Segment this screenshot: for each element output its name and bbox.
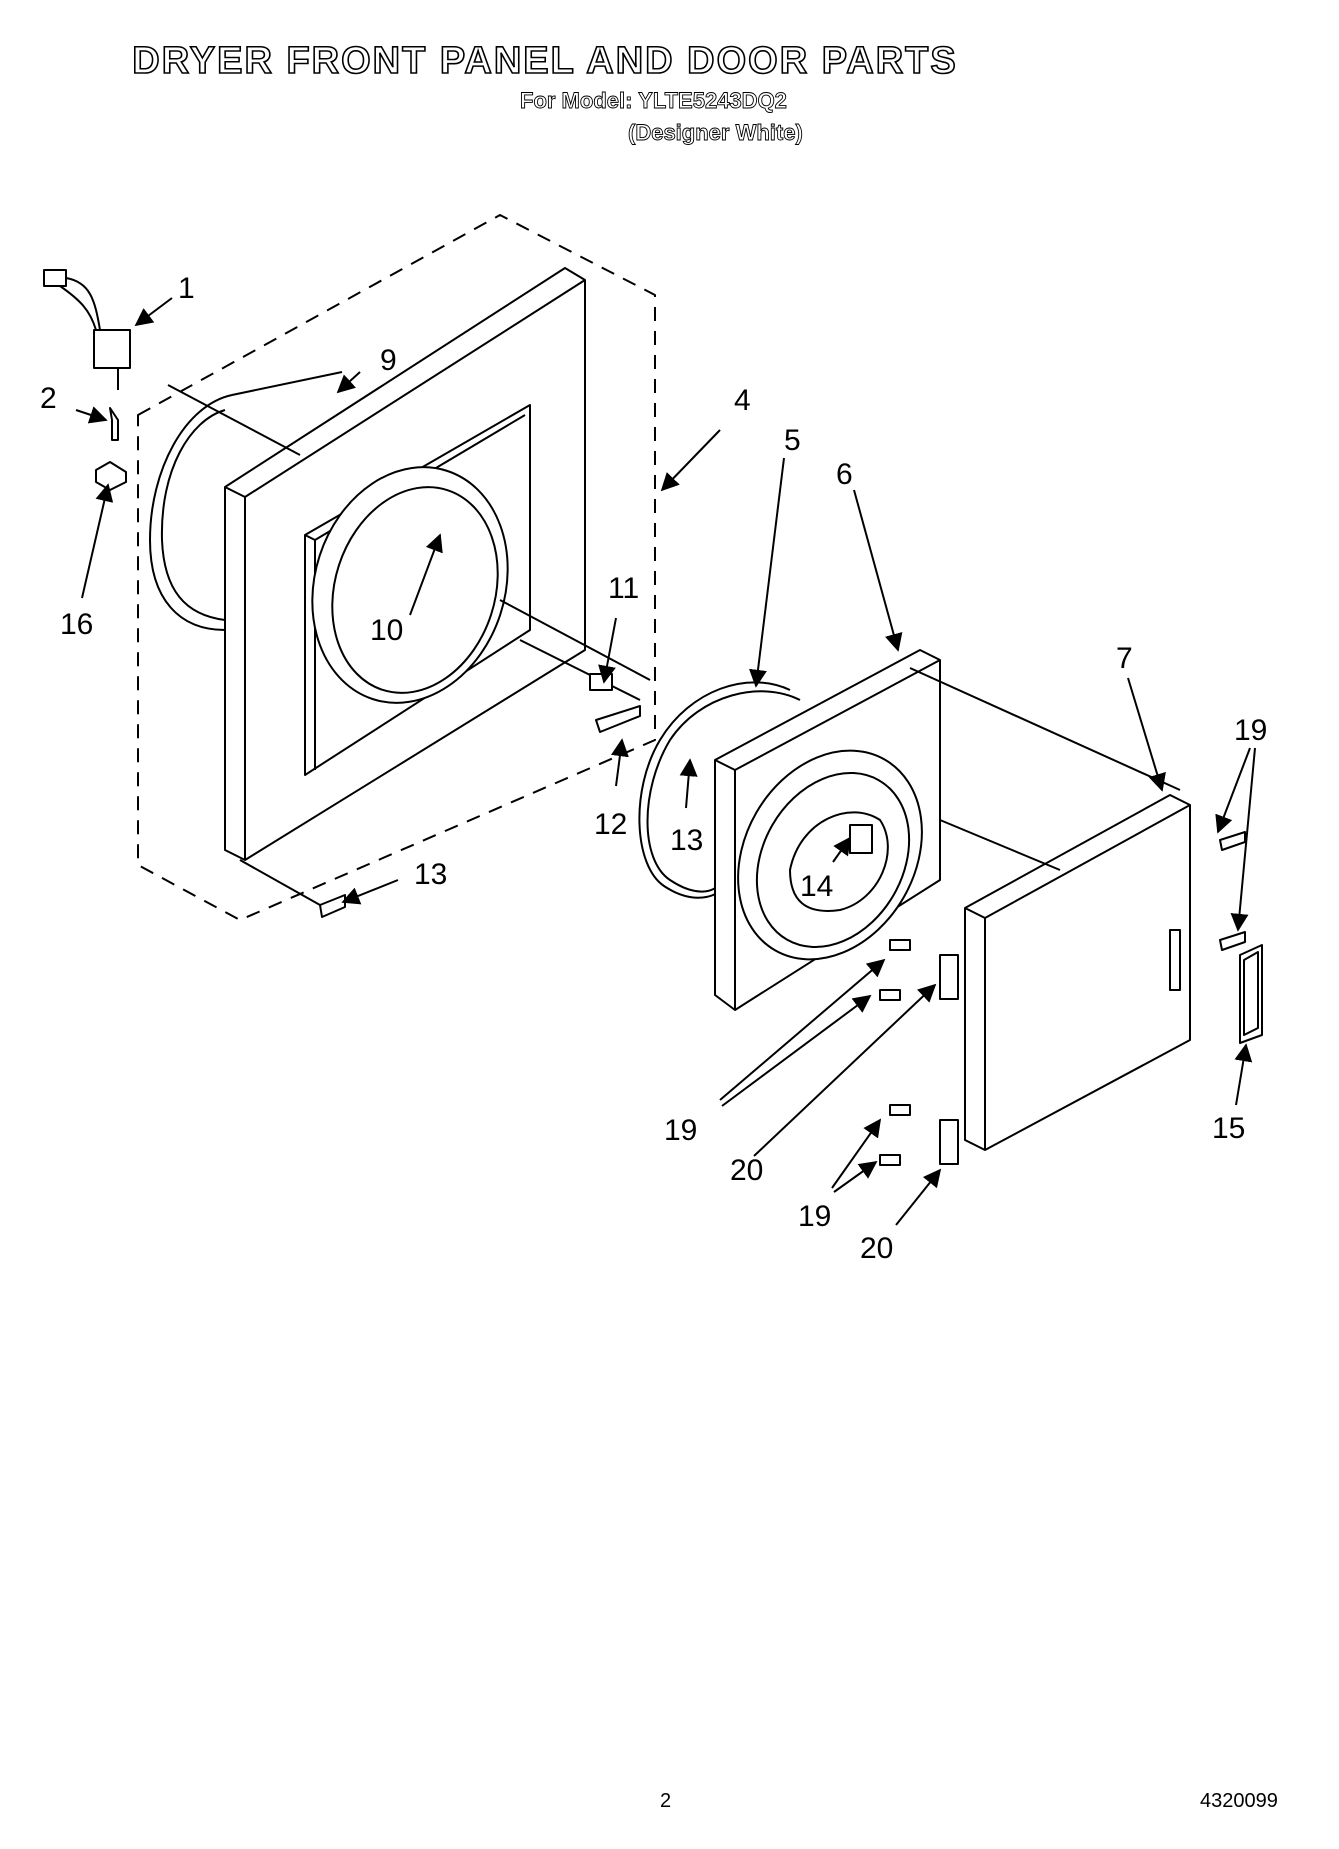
door-window [737,749,923,961]
door-switch [93,329,131,369]
page-number: 2 [660,1790,672,1812]
callout-16: 16 [60,608,93,641]
panel-screw [595,705,641,733]
callout-5: 5 [784,424,801,457]
callout-19-right: 19 [1234,714,1267,747]
model-line: For Model: YLTE5243DQ2 [520,88,788,114]
drum-opening [311,466,509,704]
callout-6: 6 [836,458,853,491]
front-screw [319,894,346,918]
callout-1: 1 [178,272,195,305]
callout-9: 9 [380,344,397,377]
door-glass-clip [849,824,873,854]
callout-7: 7 [1116,642,1133,675]
diagram-title: DRYER FRONT PANEL AND DOOR PARTS [131,39,958,83]
color-line: (Designer White) [628,120,804,146]
document-code: 4320099 [1200,1790,1278,1812]
callout-12: 12 [594,808,627,841]
callout-13-door: 13 [670,824,703,857]
callout-20-top: 20 [730,1154,763,1187]
callout-10: 10 [370,614,403,647]
switch-bracket [95,461,127,491]
callout-19-hinge-top: 19 [664,1114,697,1147]
door-handle [1239,944,1263,1044]
callout-14: 14 [800,870,833,903]
callout-2: 2 [40,382,57,415]
felt-seal-ring [160,409,226,621]
door-handle-slot [1169,929,1181,991]
callout-13-front: 13 [414,858,447,891]
door-hinge-top [939,954,959,1000]
door-catch [589,673,613,691]
callout-11: 11 [608,572,639,605]
callout-19-hinge-bottom: 19 [798,1200,831,1233]
cabinet-dashed-outline [137,214,656,921]
callout-4: 4 [734,384,751,417]
outer-door [964,794,1191,1151]
callout-20-bottom: 20 [860,1232,893,1265]
door-seal [646,690,801,893]
door-hinge-bottom [939,1119,959,1165]
switch-screw [109,407,119,441]
callout-15: 15 [1212,1112,1245,1145]
